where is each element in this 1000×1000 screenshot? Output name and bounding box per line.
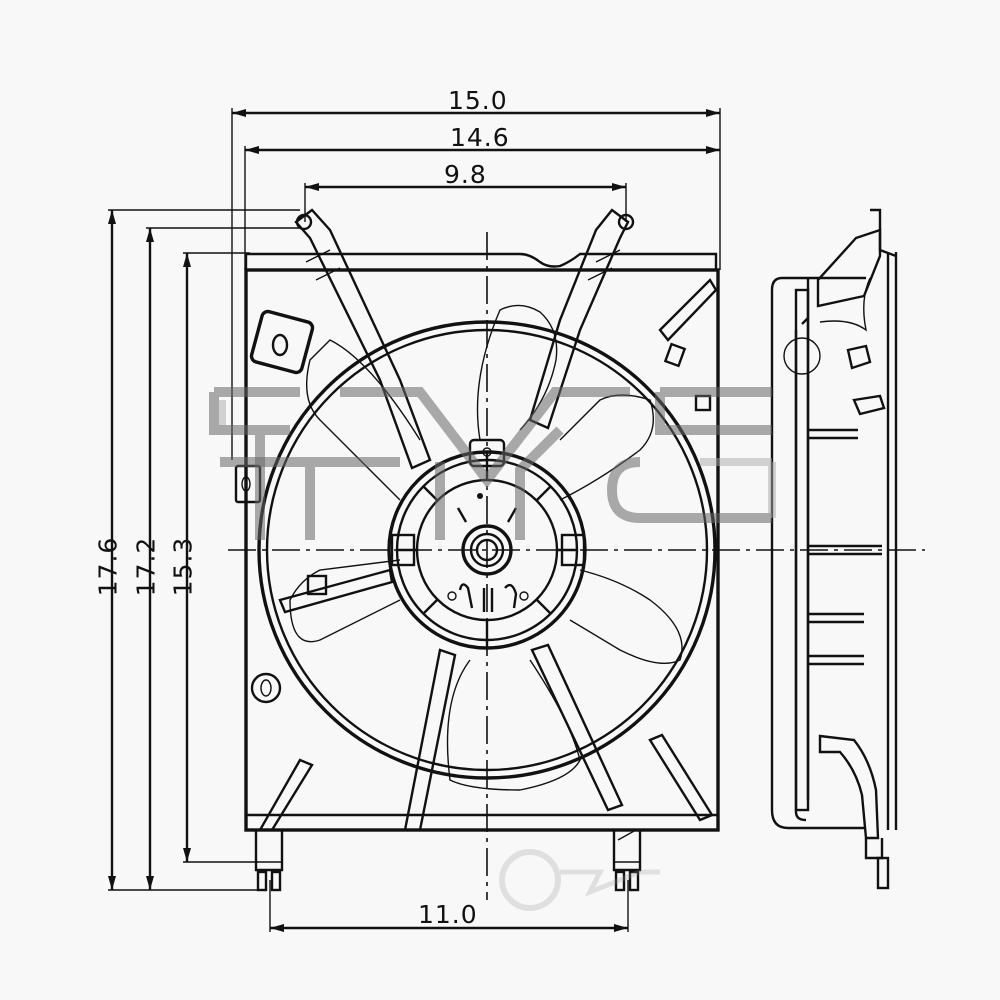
label-height-mid: 17.2 [131, 536, 161, 597]
bottom-mounts [254, 829, 642, 892]
dimension-height-shroud [183, 252, 258, 863]
connector [234, 309, 712, 704]
faint-logo-watermark [499, 849, 660, 911]
label-width-overall: 15.0 [448, 86, 508, 115]
label-height-shroud: 15.3 [168, 536, 198, 597]
label-mount-spacing-bottom: 11.0 [418, 900, 478, 929]
dimension-height-overall [108, 209, 300, 891]
dimension-height-mid [146, 227, 300, 890]
dimension-width-shroud [244, 146, 720, 270]
struts [257, 208, 718, 832]
label-height-overall: 17.6 [93, 536, 123, 597]
label-mount-spacing-top: 9.8 [444, 160, 487, 189]
dimension-width-overall [231, 108, 721, 460]
side-view [770, 208, 898, 890]
label-width-shroud: 14.6 [450, 123, 510, 152]
tyc-watermark [209, 387, 776, 540]
dimension-mount-spacing-bottom [269, 880, 629, 932]
